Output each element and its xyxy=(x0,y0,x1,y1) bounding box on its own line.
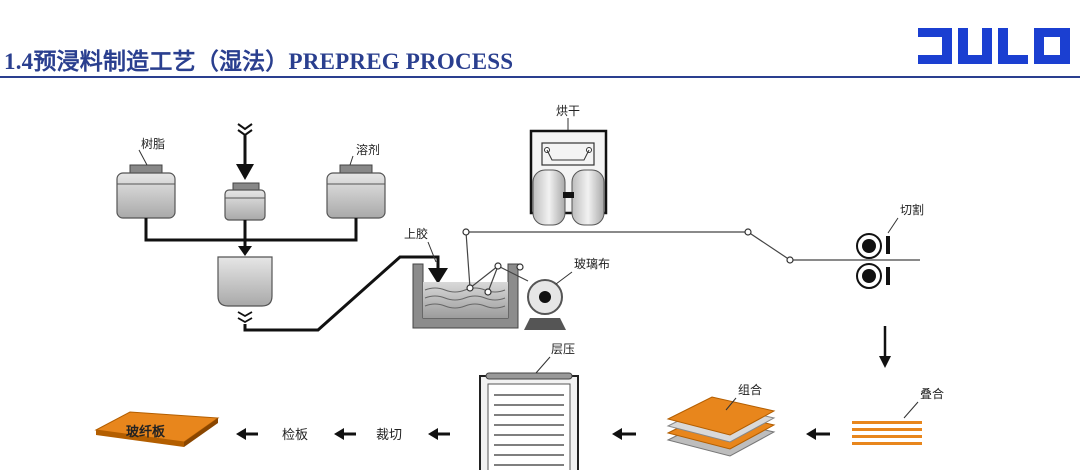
stacking-label: 叠合 xyxy=(920,386,944,401)
resin-label: 树脂 xyxy=(141,136,165,151)
mixing-vessel xyxy=(217,256,273,324)
lamination-press-icon xyxy=(479,372,579,470)
inspect-label: 检板 xyxy=(282,428,308,443)
guide-rollers xyxy=(462,228,794,296)
resin-feed-pipe xyxy=(243,255,440,332)
coating-arrow-icon xyxy=(428,268,448,284)
inflow-arrow-icon xyxy=(236,123,254,180)
mix-tank xyxy=(224,182,266,221)
cutting-label: 切割 xyxy=(900,202,924,217)
coating-label: 上胶 xyxy=(404,226,428,241)
glass-cloth-roll-icon xyxy=(524,279,566,330)
cutting-rollers-icon xyxy=(856,233,890,289)
glass-cloth-label: 玻璃布 xyxy=(574,257,610,271)
combine-label: 组合 xyxy=(738,382,762,397)
stacking-sheets-icon xyxy=(852,421,922,445)
resin-tank xyxy=(116,164,176,219)
julo-logo xyxy=(918,28,1070,64)
prepreg-process-diagram: 树脂 溶剂 上胶 xyxy=(94,104,944,470)
arrow-left-icon xyxy=(236,428,258,440)
drying-label: 烘干 xyxy=(556,104,580,118)
arrow-left-icon xyxy=(334,428,356,440)
solvent-tank xyxy=(326,164,386,219)
page-title: 1.4预浸料制造工艺（湿法）PREPREG PROCESS xyxy=(4,49,514,74)
lamination-label: 层压 xyxy=(551,342,575,356)
solvent-label: 溶剂 xyxy=(356,142,380,157)
arrow-left-icon xyxy=(612,428,636,440)
fiberglass-board-icon xyxy=(94,411,220,447)
arrow-down-icon xyxy=(879,326,891,368)
feed-pipes xyxy=(144,218,358,248)
title-underline xyxy=(0,76,1080,78)
arrow-left-icon xyxy=(428,428,450,440)
mix-arrow-icon xyxy=(238,246,252,256)
product-label: 玻纤板 xyxy=(126,424,166,440)
drying-oven-icon xyxy=(529,129,608,226)
arrow-left-icon xyxy=(806,428,830,440)
combined-layers-icon xyxy=(666,396,776,457)
trim-label: 裁切 xyxy=(376,427,402,443)
coating-bath xyxy=(412,263,519,329)
